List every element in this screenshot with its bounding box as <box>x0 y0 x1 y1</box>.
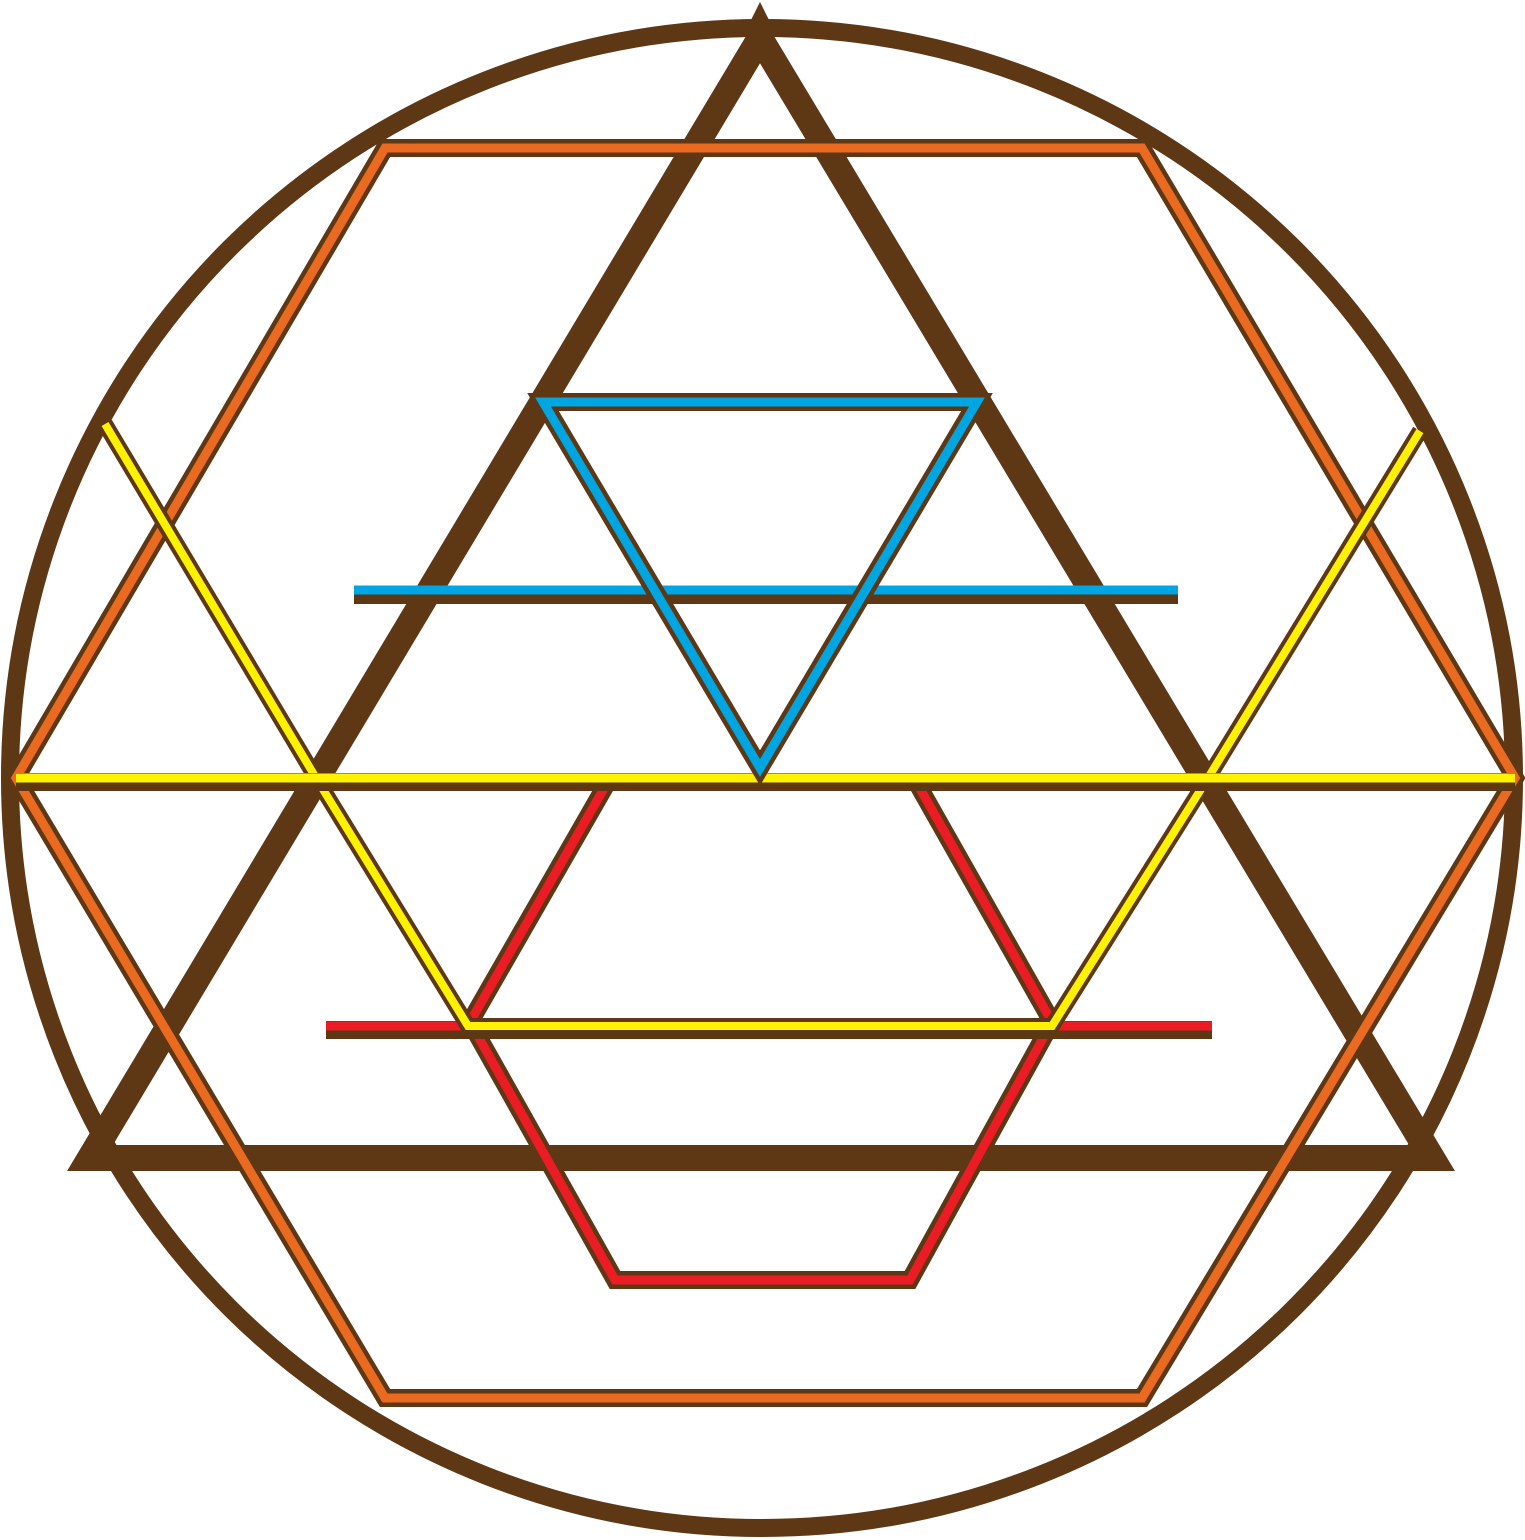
red-half-hexagon <box>459 773 1063 1289</box>
blue-horizontal-line <box>354 585 1178 604</box>
yellow-lines <box>16 419 1515 1034</box>
large-triangle-apex-tip <box>751 2 769 20</box>
blue-downward-triangle <box>527 393 993 786</box>
